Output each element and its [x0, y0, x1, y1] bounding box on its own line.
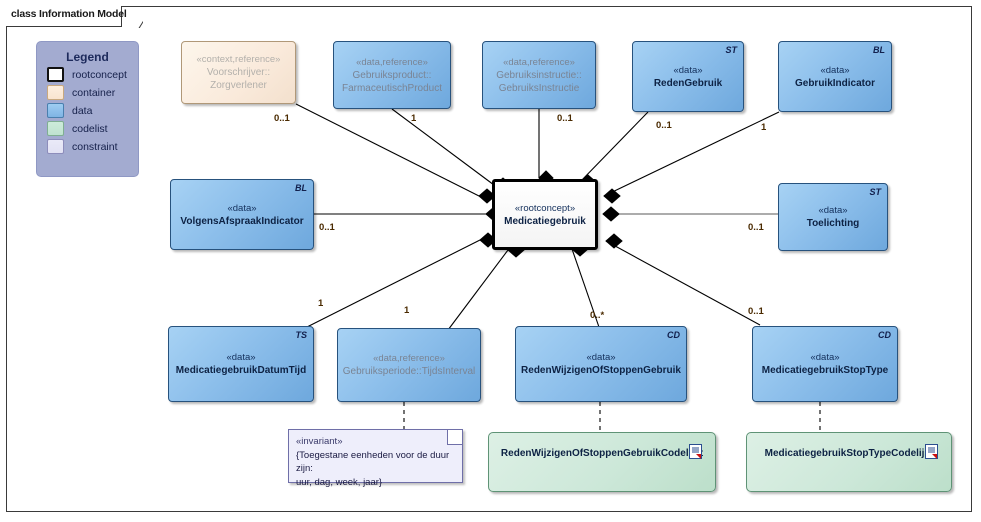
legend-label-rootconcept: rootconcept	[72, 68, 127, 81]
class-node-toelichting[interactable]: ST «data» Toelichting	[778, 183, 888, 251]
multiplicity-redengebruik: 0..1	[656, 120, 672, 131]
class-name-voorschrijver-line2: Zorgverlener	[210, 80, 267, 91]
legend-label-constraint: constraint	[72, 140, 118, 153]
class-node-tijdsinterval[interactable]: «data,reference» Gebruiksperiode::TijdsI…	[337, 328, 481, 402]
class-name-gebruikindicator: GebruikIndicator	[794, 77, 875, 89]
class-name-voorschrijver-line1: Voorschrijver::	[206, 67, 271, 78]
class-name-stoptype-codelijst: MedicatiegebruikStopTypeCodelijst	[764, 448, 934, 459]
multiplicity-voorschrijver: 0..1	[274, 113, 290, 124]
stereotype-gebruikindicator: «data»	[820, 64, 850, 76]
class-node-voorschrijver[interactable]: «context,reference» Voorschrijver:: Zorg…	[181, 41, 296, 104]
class-node-medicatiegebruikstoptype[interactable]: CD «data» MedicatiegebruikStopType	[752, 326, 898, 402]
class-name-tijdsinterval: Gebruiksperiode::TijdsInterval	[342, 366, 476, 377]
class-name-volgensafspraakindicator: VolgensAfspraakIndicator	[180, 215, 304, 227]
class-node-medicatiegebruikdatumtijd[interactable]: TS «data» MedicatiegebruikDatumTijd	[168, 326, 314, 402]
stereotype-redenwijzigenofstoppengebruik: «data»	[586, 352, 616, 363]
multiplicity-redenwijzigenofstoppengebruik: 0..*	[590, 310, 605, 321]
stereotype-volgensafspraakindicator: «data»	[227, 202, 257, 214]
stereotype-gebruiksinstructie: «data,reference»	[503, 56, 575, 68]
note-stereotype: «invariant»	[296, 436, 343, 447]
legend-item-constraint: constraint	[47, 139, 138, 154]
badge-medicatiegebruikdatumtijd: TS	[295, 330, 307, 340]
badge-volgensafspraakindicator: BL	[295, 183, 307, 193]
legend: Legend rootconcept container data codeli…	[36, 41, 139, 177]
class-node-stoptype-codelijst[interactable]: MedicatiegebruikStopTypeCodelijst	[746, 432, 952, 492]
multiplicity-volgensafspraakindicator: 0..1	[319, 222, 335, 233]
class-node-redengebruik[interactable]: ST «data» RedenGebruik	[632, 41, 744, 112]
class-name-root: Medicatiegebruik	[504, 215, 586, 227]
codelist-swatch	[47, 121, 64, 136]
rootconcept-swatch	[47, 67, 64, 82]
multiplicity-gebruiksinstructie: 0..1	[557, 113, 573, 124]
legend-label-container: container	[72, 86, 116, 99]
diagram-title: class Information Model	[11, 8, 127, 20]
class-node-medicatiegebruik-root[interactable]: «rootconcept» Medicatiegebruik	[492, 179, 598, 250]
badge-redengebruik: ST	[725, 45, 737, 55]
legend-item-container: container	[47, 85, 138, 100]
class-node-gebruiksinstructie[interactable]: «data,reference» Gebruiksinstructie:: Ge…	[482, 41, 596, 109]
legend-item-codelist: codelist	[47, 121, 138, 136]
stereotype-tijdsinterval: «data,reference»	[373, 353, 445, 364]
class-name-gebruiksinstructie-line2: GebruiksInstructie	[498, 82, 580, 94]
stereotype-root: «rootconcept»	[514, 202, 576, 214]
stereotype-medicatiegebruikdatumtijd: «data»	[226, 352, 256, 363]
multiplicity-tijdsinterval: 1	[404, 305, 410, 316]
stereotype-medicatiegebruikstoptype: «data»	[810, 352, 840, 363]
document-icon	[689, 444, 702, 459]
class-node-gebruikindicator[interactable]: BL «data» GebruikIndicator	[778, 41, 892, 112]
class-name-toelichting: Toelichting	[806, 218, 860, 229]
stereotype-redengebruik: «data»	[673, 64, 703, 76]
multiplicity-toelichting: 0..1	[748, 222, 764, 233]
note-line2: uur, dag, week, jaar}	[296, 476, 383, 488]
class-name-redenwijzigenofstoppengebruik: RedenWijzigenOfStoppenGebruik	[521, 365, 681, 376]
class-node-redenwijzigen-codelijst[interactable]: RedenWijzigenOfStoppenGebruikCodelijst	[488, 432, 716, 492]
class-name-redengebruik: RedenGebruik	[653, 77, 723, 89]
badge-medicatiegebruikstoptype: CD	[878, 330, 891, 340]
note-line1: {Toegestane eenheden voor de duur zijn:	[296, 449, 450, 475]
container-swatch	[47, 85, 64, 100]
legend-label-codelist: codelist	[72, 122, 108, 135]
multiplicity-medicatiegebruikdatumtijd: 1	[318, 298, 324, 309]
invariant-note[interactable]: «invariant» {Toegestane eenheden voor de…	[288, 429, 463, 488]
class-name-farmaceutischproduct-line2: FarmaceutischProduct	[341, 82, 443, 94]
class-name-medicatiegebruikdatumtijd: MedicatiegebruikDatumTijd	[175, 365, 307, 376]
class-name-farmaceutischproduct-line1: Gebruiksproduct::	[352, 69, 432, 81]
legend-item-rootconcept: rootconcept	[47, 67, 138, 82]
class-name-gebruiksinstructie-line1: Gebruiksinstructie::	[496, 69, 582, 81]
stereotype-toelichting: «data»	[818, 205, 848, 216]
class-name-redenwijzigen-codelijst: RedenWijzigenOfStoppenGebruikCodelijst	[500, 448, 704, 459]
document-icon	[925, 444, 938, 459]
class-node-redenwijzigenofstoppengebruik[interactable]: CD «data» RedenWijzigenOfStoppenGebruik	[515, 326, 687, 402]
diagram-frame	[6, 6, 972, 512]
legend-item-data: data	[47, 103, 138, 118]
multiplicity-medicatiegebruikstoptype: 0..1	[748, 306, 764, 317]
legend-title: Legend	[66, 50, 109, 64]
legend-label-data: data	[72, 104, 93, 117]
badge-redenwijzigenofstoppengebruik: CD	[667, 330, 680, 340]
data-swatch	[47, 103, 64, 118]
multiplicity-farmaceutischproduct: 1	[411, 113, 417, 124]
stereotype-farmaceutischproduct: «data,reference»	[356, 56, 428, 68]
constraint-swatch	[47, 139, 64, 154]
note-fold-corner	[447, 430, 462, 445]
class-node-volgensafspraakindicator[interactable]: BL «data» VolgensAfspraakIndicator	[170, 179, 314, 250]
multiplicity-gebruikindicator: 1	[761, 122, 767, 133]
badge-toelichting: ST	[869, 187, 881, 197]
class-name-medicatiegebruikstoptype: MedicatiegebruikStopType	[761, 365, 889, 376]
stereotype-voorschrijver: «context,reference»	[196, 54, 281, 65]
class-node-farmaceutischproduct[interactable]: «data,reference» Gebruiksproduct:: Farma…	[333, 41, 451, 109]
badge-gebruikindicator: BL	[873, 45, 885, 55]
